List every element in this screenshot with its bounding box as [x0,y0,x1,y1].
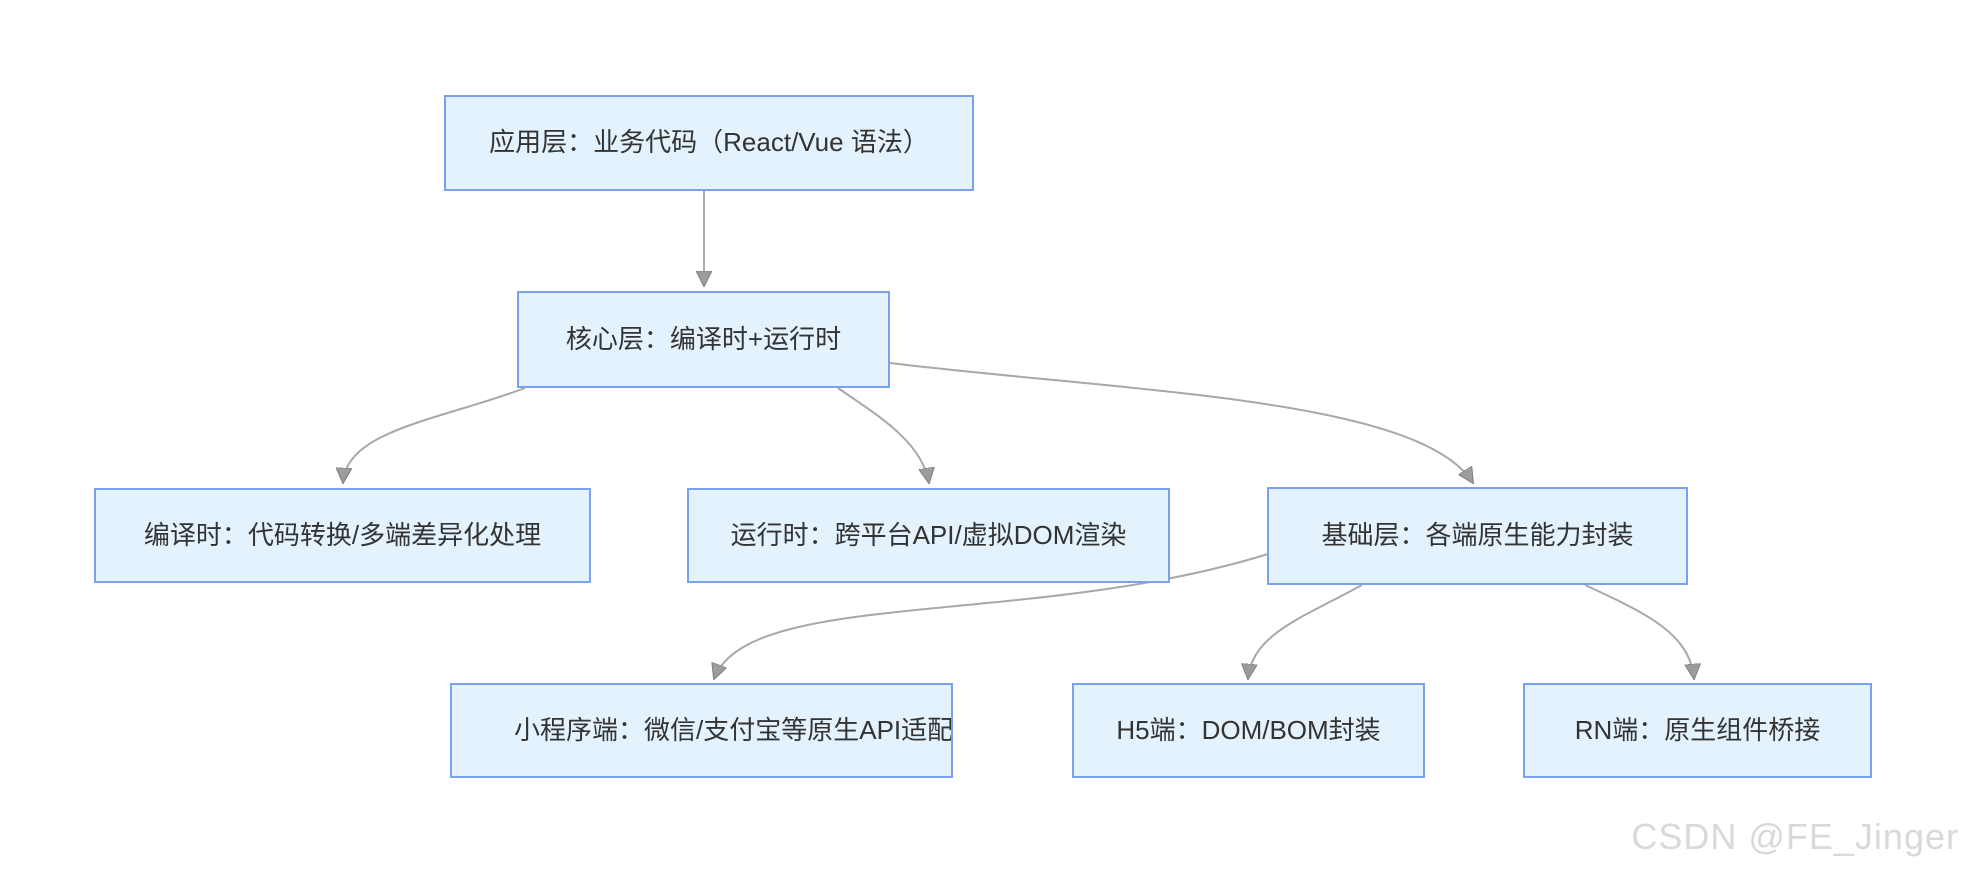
node-runtime-label: 运行时：跨平台API/虚拟DOM渲染 [730,519,1127,550]
node-compile-time-label: 编译时：代码转换/多端差异化处理 [143,519,542,550]
node-miniprogram: 小程序端：微信/支付宝等原生API适配 [450,683,953,778]
node-compile-time: 编译时：代码转换/多端差异化处理 [94,488,591,583]
edge-core-to-base [889,362,1473,483]
csdn-watermark: CSDN @FE_Jinger [1631,816,1959,857]
node-base-layer: 基础层：各端原生能力封装 [1267,487,1688,585]
node-base-layer-label: 基础层：各端原生能力封装 [1321,520,1634,551]
edge-core-to-runtime [837,387,929,483]
node-miniprogram-label: 小程序端：微信/支付宝等原生API适配 [514,714,953,745]
edge-base-to-rn [1584,584,1694,679]
node-rn-label: RN端：原生组件桥接 [1574,714,1821,745]
node-rn: RN端：原生组件桥接 [1523,683,1872,778]
edge-base-to-h5 [1248,584,1363,679]
node-h5: H5端：DOM/BOM封装 [1072,683,1425,778]
edge-core-to-compile [343,387,526,483]
node-core-layer: 核心层：编译时+运行时 [517,291,890,388]
node-runtime: 运行时：跨平台API/虚拟DOM渲染 [687,488,1170,583]
node-core-layer-label: 核心层：编译时+运行时 [565,323,842,354]
node-h5-label: H5端：DOM/BOM封装 [1116,714,1381,745]
node-app-layer: 应用层：业务代码（React/Vue 语法） [444,95,974,191]
node-app-layer-label: 应用层：业务代码（React/Vue 语法） [489,127,929,158]
